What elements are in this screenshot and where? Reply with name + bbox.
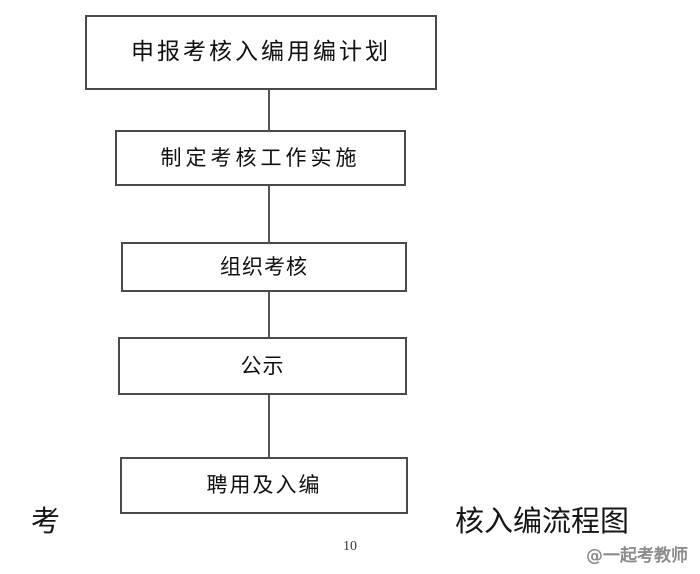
flow-node-apply-plan[interactable]: 申报考核入编用编计划: [85, 15, 437, 90]
flow-connector-1: [268, 88, 270, 132]
page-number: 10: [343, 539, 357, 554]
flow-node-public-notice[interactable]: 公示: [118, 337, 407, 395]
flow-node-label: 公示: [240, 353, 285, 378]
flow-node-label: 组织考核: [220, 254, 308, 279]
flow-connector-3: [268, 290, 270, 339]
flow-connector-2: [268, 184, 270, 244]
flow-node-label: 制定考核工作实施: [160, 145, 361, 170]
flow-node-label: 聘用及入编: [206, 473, 322, 497]
figure-caption-right: 核入编流程图: [455, 504, 630, 538]
flow-node-hire-and-enroll[interactable]: 聘用及入编: [120, 457, 408, 514]
flow-connector-4: [268, 393, 270, 459]
watermark: @一起考教师: [586, 546, 688, 566]
figure-caption-left: 考: [31, 504, 61, 538]
flow-node-label: 申报考核入编用编计划: [131, 39, 391, 65]
flow-node-organize-assessment[interactable]: 组织考核: [121, 242, 407, 292]
flow-node-establish-assessment-plan[interactable]: 制定考核工作实施: [115, 130, 406, 186]
